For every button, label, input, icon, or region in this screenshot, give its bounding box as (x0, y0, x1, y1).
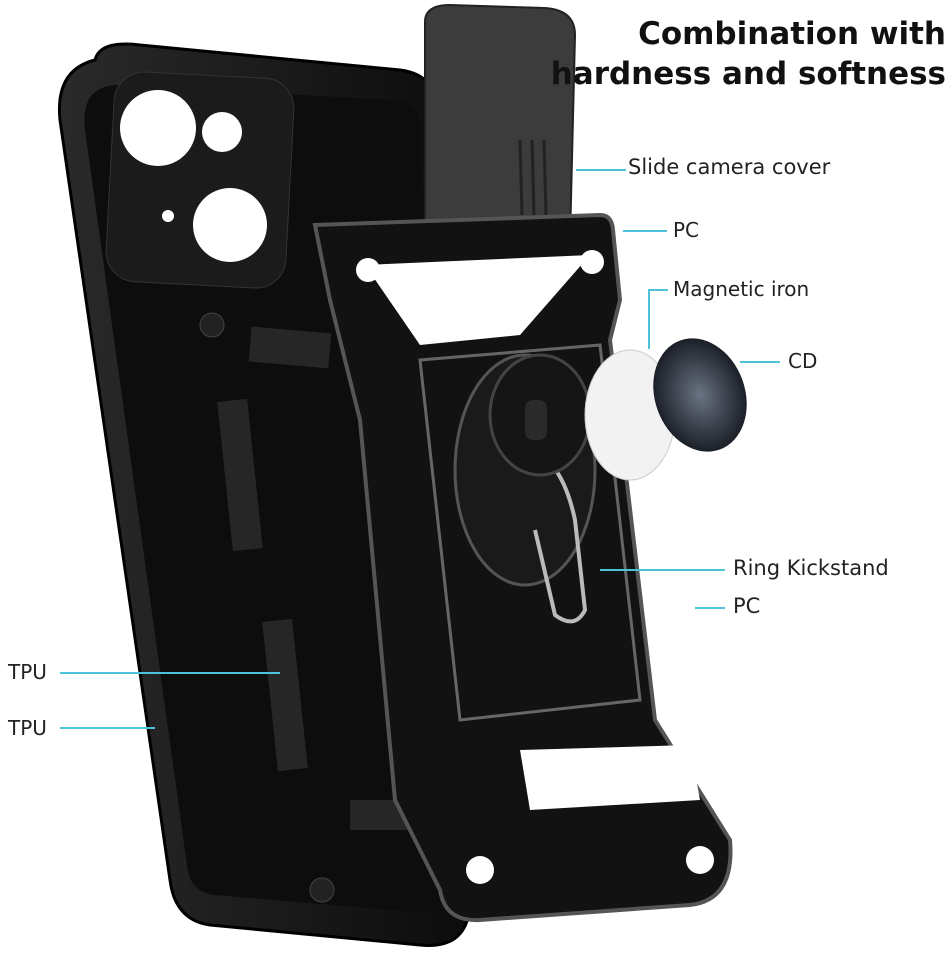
leader-line (648, 289, 650, 349)
leader-line (695, 607, 725, 609)
label-pc-top: PC (673, 218, 700, 242)
label-ring-kickstand: Ring Kickstand (733, 556, 889, 580)
leader-line (60, 727, 155, 729)
leader-line (576, 169, 626, 171)
leader-line (740, 361, 780, 363)
leader-line (623, 230, 667, 232)
label-tpu-upper: TPU (8, 660, 47, 684)
headline: Combination with hardness and softness (551, 14, 946, 94)
label-magnetic-iron: Magnetic iron (673, 277, 810, 301)
camera-hole (120, 90, 196, 166)
headline-line-2: hardness and softness (550, 56, 946, 92)
ring-kickstand (453, 353, 597, 624)
label-tpu-lower: TPU (8, 716, 47, 740)
leader-line (600, 569, 725, 571)
headline-line-1: Combination with (638, 16, 946, 52)
camera-hole (193, 188, 267, 262)
label-cd: CD (788, 349, 818, 373)
label-pc-bottom: PC (733, 594, 761, 618)
cd-plate (653, 338, 747, 452)
leader-line (60, 672, 280, 674)
label-slide-camera-cover: Slide camera cover (628, 155, 831, 179)
flash-hole (202, 112, 242, 152)
leader-line (648, 289, 668, 291)
